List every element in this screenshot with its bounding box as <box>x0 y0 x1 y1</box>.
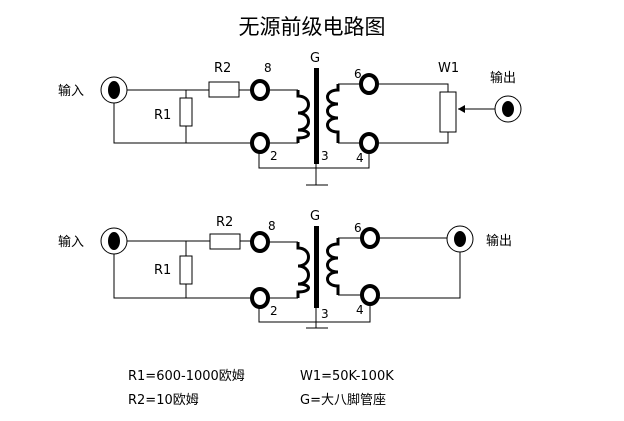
ground-wire-2 <box>258 304 371 328</box>
output-top-wire-1 <box>377 83 449 92</box>
note-r2: R2=10欧姆 <box>128 393 199 408</box>
bottom-wire-1 <box>113 103 252 144</box>
output-label-2: 输出 <box>486 233 512 249</box>
output-label-1: 输出 <box>490 70 516 86</box>
pin-6-socket-1 <box>359 73 379 95</box>
circuit-1: 输入 R2 R1 8 2 G <box>58 51 522 186</box>
pin-8-socket-1 <box>250 79 270 101</box>
r1-label-2: R1 <box>154 263 171 278</box>
resistor-r2-2 <box>209 233 241 250</box>
w1-wiper-arrow <box>458 105 465 113</box>
note-w1: W1=50K-100K <box>300 369 394 384</box>
circuit-2: 输入 R2 R1 8 2 G 6 4 3 <box>58 209 512 329</box>
g-label-2: G <box>310 209 320 224</box>
transformer-core-2 <box>314 226 319 308</box>
primary-leads-1 <box>268 89 298 144</box>
pin-4-label-2: 4 <box>356 303 364 317</box>
diagram-title: 无源前级电路图 <box>239 15 386 39</box>
output-jack-1 <box>494 95 522 123</box>
secondary-leads-1 <box>338 83 360 144</box>
primary-coil-2 <box>296 242 310 298</box>
pin-3-label-1: 3 <box>321 149 329 163</box>
output-bottom-wire-2 <box>378 252 461 299</box>
resistor-r2-1 <box>208 81 240 98</box>
pin-4-socket-2 <box>360 284 380 306</box>
resistor-r1-1 <box>179 97 193 127</box>
pin-2-socket-1 <box>250 132 270 154</box>
bottom-wire-2 <box>113 254 252 299</box>
pin-2-label-2: 2 <box>270 304 278 318</box>
output-jack-2 <box>446 225 474 253</box>
resistor-r1-2 <box>179 255 193 285</box>
input-label-2: 输入 <box>58 234 84 250</box>
ground-wire-1 <box>258 152 370 185</box>
pin-4-label-1: 4 <box>356 151 364 165</box>
secondary-coil-2 <box>326 238 340 295</box>
primary-leads-2 <box>268 241 298 299</box>
pin-8-label-2: 8 <box>268 219 276 233</box>
transformer-core-1 <box>314 68 319 164</box>
pin-6-socket-2 <box>360 227 380 249</box>
pin-8-socket-2 <box>250 231 270 253</box>
note-g: G=大八脚管座 <box>300 392 386 408</box>
input-jack-1 <box>100 76 128 104</box>
secondary-coil-1 <box>326 84 340 143</box>
pin-3-label-2: 3 <box>321 307 329 321</box>
pin-6-label-1: 6 <box>354 67 362 81</box>
r2-label-2: R2 <box>216 215 233 230</box>
r2-label-1: R2 <box>214 61 231 76</box>
pin-2-socket-2 <box>250 287 270 309</box>
component-notes: R1=600-1000欧姆 R2=10欧姆 W1=50K-100K G=大八脚管… <box>128 369 394 408</box>
g-label-1: G <box>310 51 320 66</box>
pin-2-label-1: 2 <box>270 149 278 163</box>
input-label-1: 输入 <box>58 83 84 99</box>
potentiometer-w1 <box>439 91 457 133</box>
pin-6-label-2: 6 <box>354 221 362 235</box>
w1-label: W1 <box>438 61 459 76</box>
input-jack-2 <box>100 227 128 255</box>
output-bottom-wire-1 <box>377 132 449 144</box>
r1-label-1: R1 <box>154 108 171 123</box>
primary-coil-1 <box>296 90 310 143</box>
note-r1: R1=600-1000欧姆 <box>128 369 245 384</box>
pin-8-label-1: 8 <box>264 61 272 75</box>
pin-4-socket-1 <box>359 132 379 154</box>
secondary-leads-2 <box>338 237 362 296</box>
